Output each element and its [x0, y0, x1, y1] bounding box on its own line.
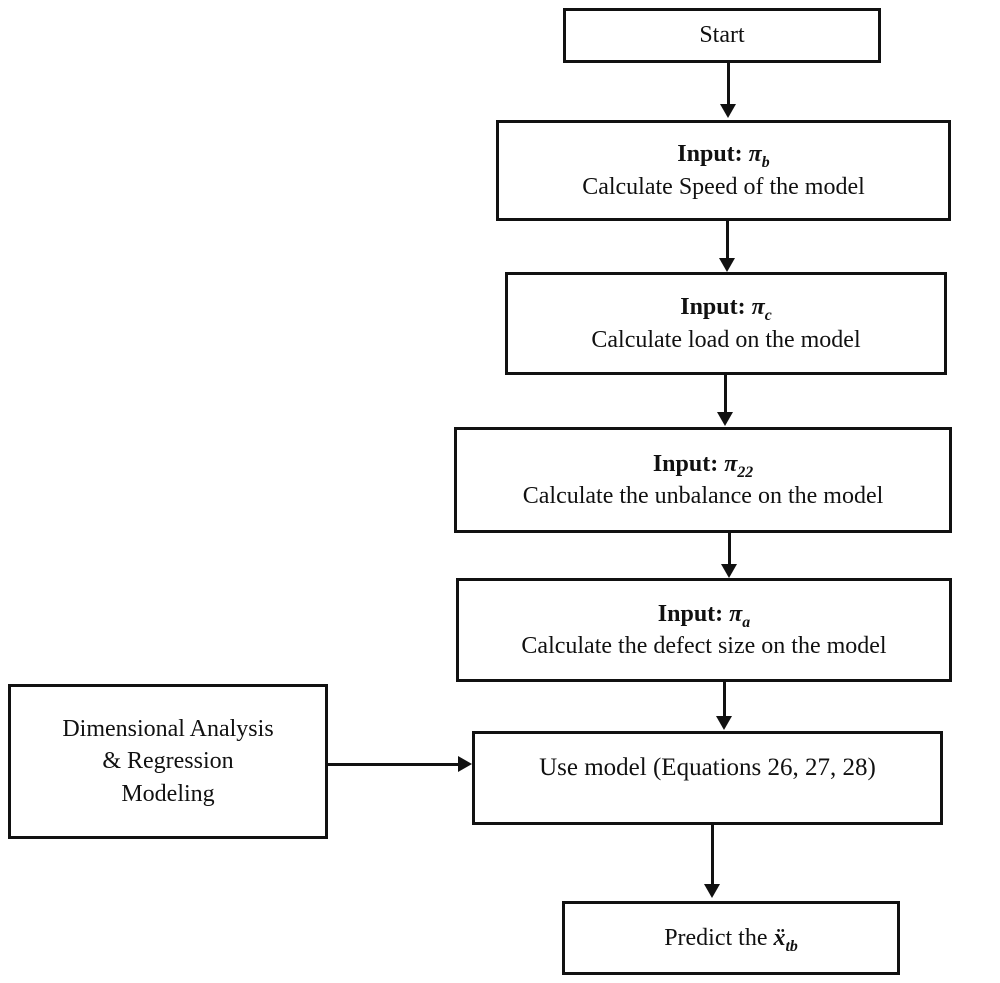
- arrowhead-down-icon: [720, 104, 736, 118]
- pi-symbol: π: [751, 294, 765, 321]
- title-text: Input:: [680, 294, 752, 321]
- arrow-shaft: [727, 62, 730, 106]
- x-double-dot-symbol: ẍ: [773, 924, 786, 951]
- node-predict-label: Predict the ẍtb: [664, 922, 798, 954]
- arrowhead-down-icon: [716, 716, 732, 730]
- arrowhead-right-icon: [458, 756, 472, 772]
- node-input-b: Input: πb Calculate Speed of the model: [496, 120, 951, 221]
- analysis-line-3: Modeling: [121, 780, 215, 807]
- node-input-b-description: Calculate Speed of the model: [582, 173, 865, 200]
- node-input-c-description: Calculate load on the model: [591, 326, 861, 353]
- pi-subscript: a: [742, 613, 751, 631]
- pi-subscript: 22: [737, 463, 754, 481]
- title-text: Input:: [657, 600, 730, 627]
- node-input-b-title: Input: πb: [677, 138, 769, 170]
- node-input-c: Input: πc Calculate load on the model: [505, 272, 947, 375]
- node-analysis: Dimensional Analysis & Regression Modeli…: [8, 684, 328, 839]
- arrowhead-down-icon: [717, 412, 733, 426]
- node-input-22: Input: π22 Calculate the unbalance on th…: [454, 427, 952, 533]
- arrowhead-down-icon: [704, 884, 720, 898]
- pi-symbol: π: [724, 450, 738, 477]
- analysis-line-1: Dimensional Analysis: [62, 715, 274, 742]
- analysis-line-2: & Regression: [102, 748, 234, 775]
- pi-subscript: b: [761, 153, 770, 171]
- arrow-shaft: [728, 532, 731, 565]
- node-input-a: Input: πa Calculate the defect size on t…: [456, 578, 952, 682]
- arrow-shaft: [724, 374, 727, 414]
- arrow-shaft: [711, 824, 714, 886]
- predict-text: Predict the: [664, 924, 774, 951]
- node-use-model: Use model (Equations 26, 27, 28): [472, 731, 943, 825]
- pi-symbol: π: [748, 141, 762, 168]
- node-input-a-description: Calculate the defect size on the model: [521, 633, 887, 659]
- node-input-a-title: Input: πa: [658, 598, 750, 630]
- node-use-model-label: Use model (Equations 26, 27, 28): [539, 754, 876, 781]
- node-input-c-title: Input: πc: [680, 291, 772, 323]
- pi-subscript: c: [764, 306, 772, 324]
- title-text: Input:: [677, 141, 749, 168]
- node-start-label: Start: [699, 22, 745, 49]
- pi-symbol: π: [729, 600, 743, 627]
- node-input-22-description: Calculate the unbalance on the model: [522, 483, 884, 509]
- arrowhead-down-icon: [721, 564, 737, 578]
- arrow-shaft: [327, 763, 458, 766]
- arrow-shaft: [723, 681, 726, 718]
- title-text: Input:: [652, 450, 725, 477]
- node-start: Start: [563, 8, 881, 63]
- arrowhead-down-icon: [719, 258, 735, 272]
- x-subscript: tb: [785, 937, 798, 955]
- node-predict: Predict the ẍtb: [562, 901, 900, 975]
- arrow-shaft: [726, 220, 729, 260]
- node-input-22-title: Input: π22: [653, 448, 753, 480]
